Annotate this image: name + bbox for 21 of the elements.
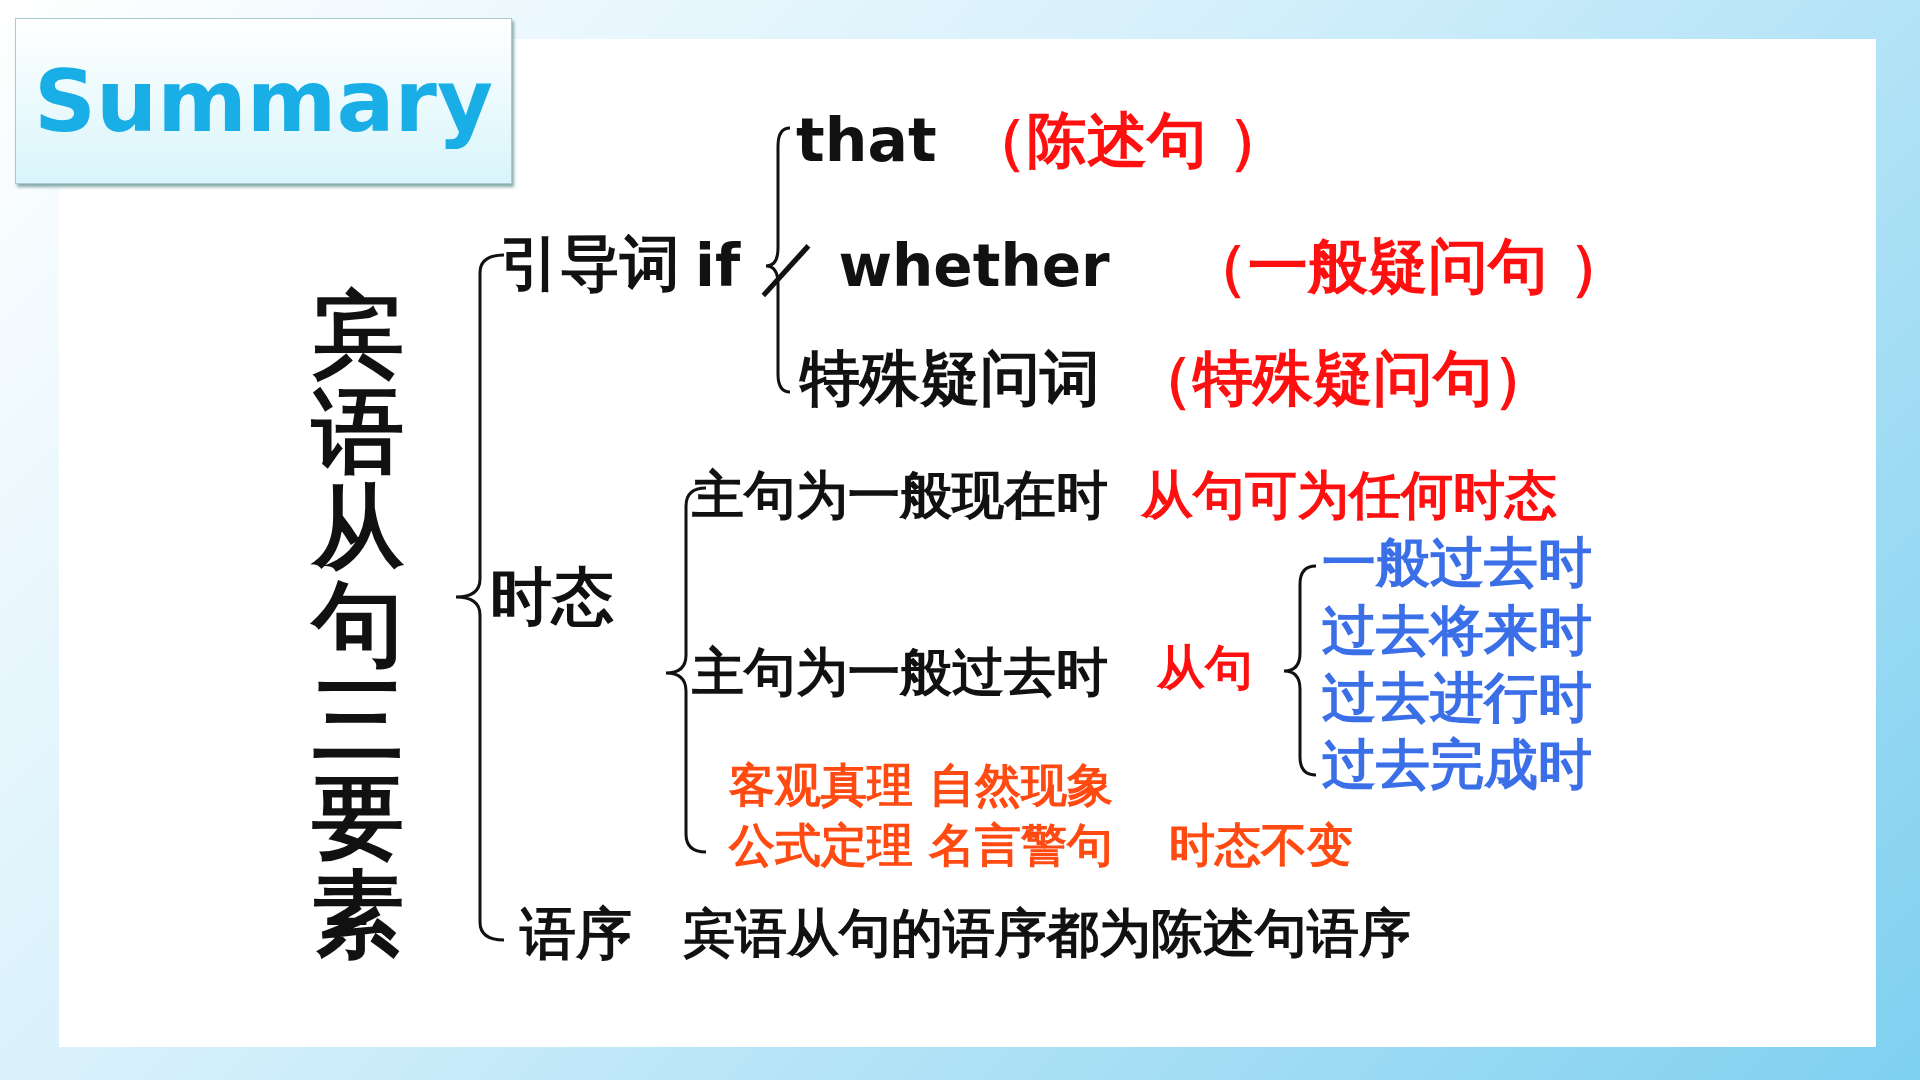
label-text: 客观真理 自然现象公式定理 名言警句 [729, 757, 1114, 874]
label-text: 主句为一般过去时 [692, 643, 1108, 703]
title-text: Summary [34, 51, 493, 151]
label-text: 时态 [490, 561, 614, 633]
label-text: 主句为一般现在时 [692, 466, 1108, 526]
label-text: 从句可为任何时态 [1141, 466, 1557, 526]
label-text: （陈述句 ） [967, 105, 1288, 175]
label-text: 特殊疑问词 [800, 343, 1100, 413]
label-text: 过去完成时 [1322, 733, 1592, 797]
label-text: 过去进行时 [1322, 666, 1592, 730]
label-text: 过去将来时 [1322, 599, 1592, 663]
label-text: that [796, 105, 937, 175]
label-text: 宾语从句的语序都为陈述句语序 [683, 904, 1411, 964]
label-text: 从句 [1157, 640, 1253, 696]
vertical-heading: 宾语从句三要素 [312, 286, 404, 964]
label-text: 一般过去时 [1322, 531, 1592, 595]
label-text: 引导词 [500, 228, 680, 298]
label-text: （特殊疑问句） [1133, 343, 1553, 413]
label-text: 语序 [520, 901, 632, 967]
label-text: （一般疑问句 ） [1188, 231, 1629, 301]
label-text: 时态不变 [1169, 818, 1353, 872]
